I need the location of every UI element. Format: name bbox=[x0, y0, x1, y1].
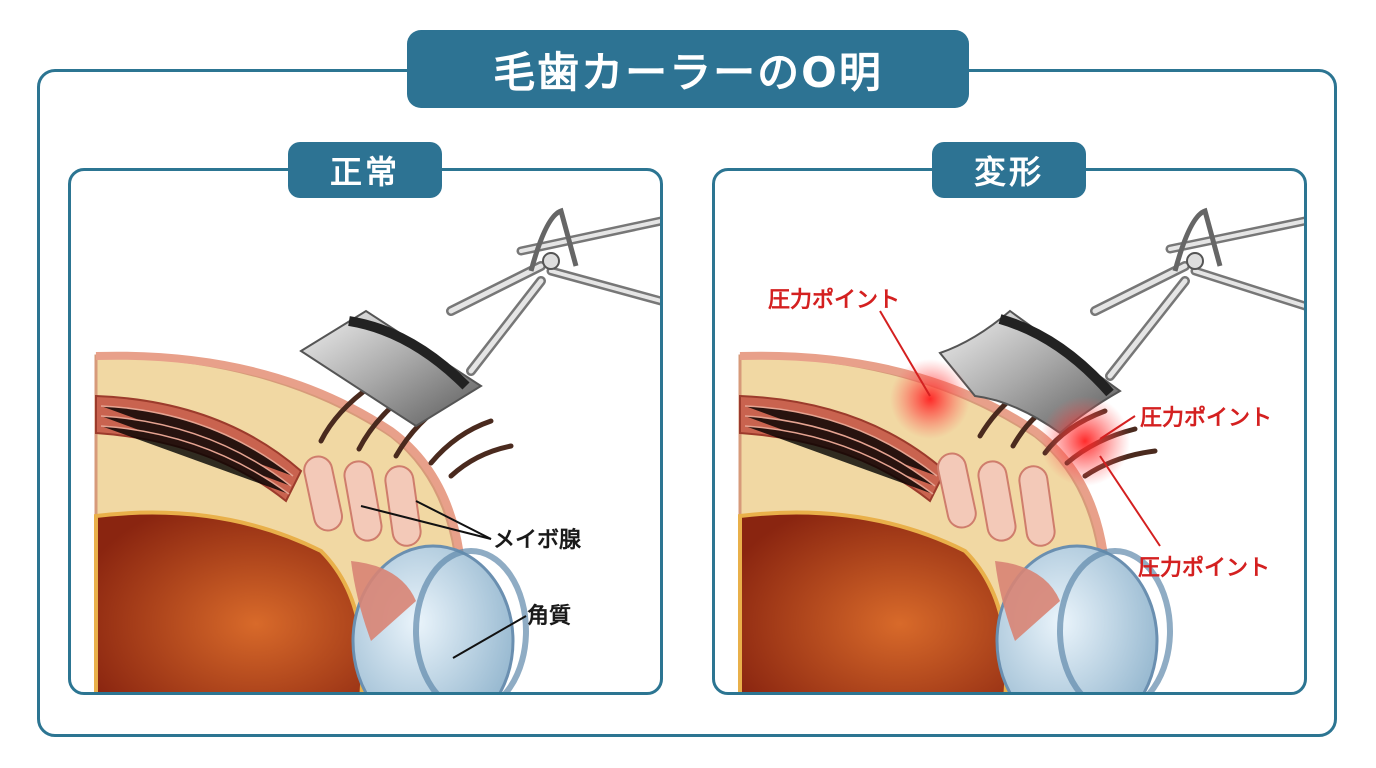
deformed-illustration bbox=[738, 207, 1304, 692]
pressure-point-glow-1 bbox=[890, 359, 970, 439]
meibomian-glands bbox=[303, 455, 422, 547]
eyelid-skin bbox=[95, 351, 468, 612]
normal-illustration bbox=[94, 207, 660, 692]
label-pressure-2: 圧力ポイント bbox=[1140, 406, 1273, 431]
label-cornea: 角質 bbox=[527, 604, 572, 629]
panel-label-deformed: 変形 bbox=[932, 142, 1086, 198]
label-meibo: メイボ腺 bbox=[493, 528, 582, 553]
label-pressure-1: 圧力ポイント bbox=[768, 288, 901, 313]
panel-label-normal: 正常 bbox=[288, 142, 442, 198]
label-pressure-3: 圧力ポイント bbox=[1138, 556, 1271, 581]
meibomian-glands bbox=[937, 452, 1056, 547]
pressure-point-glow-2 bbox=[1040, 396, 1130, 486]
diagram-title: 毛歯カーラーのO明 bbox=[407, 30, 969, 108]
panel-deformed bbox=[712, 168, 1307, 695]
eyelash-curler bbox=[299, 207, 660, 428]
panel-normal bbox=[68, 168, 663, 695]
